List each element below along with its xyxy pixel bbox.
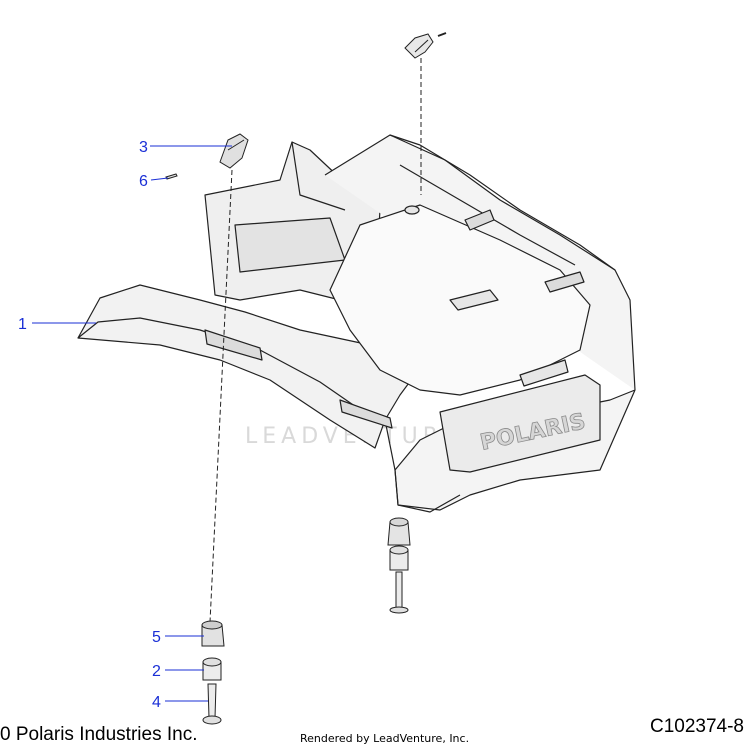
copyright-text: 0 Polaris Industries Inc.: [0, 724, 198, 745]
latch-part-3: [219, 133, 249, 169]
bolt-part-4: [202, 683, 222, 725]
rubber-bumper-part-5: [201, 620, 225, 647]
callout-6: 6: [139, 173, 148, 190]
latch-top-right: [404, 32, 447, 59]
rendered-by-text: Rendered by LeadVenture, Inc.: [300, 732, 470, 745]
callout-labels: 1 2 3 4 5 6: [18, 139, 161, 711]
callout-4: 4: [152, 694, 161, 711]
callout-2: 2: [152, 663, 161, 680]
diagram-code: C102374-8: [649, 716, 744, 737]
callout-leaders: [32, 145, 232, 702]
callout-5: 5: [152, 629, 161, 646]
spacer-part-2: [202, 657, 222, 681]
callout-1: 1: [18, 316, 27, 333]
callout-3: 3: [139, 139, 148, 156]
right-hardware-stack: [387, 517, 411, 614]
rear-rack-fender: [77, 134, 636, 513]
